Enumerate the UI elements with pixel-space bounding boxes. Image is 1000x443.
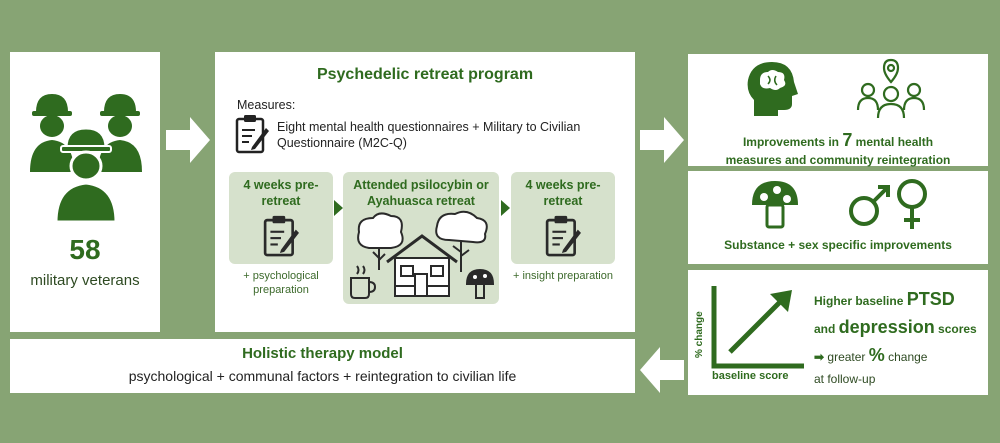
clipboard-icon: [263, 214, 299, 258]
outcomes-count: 7: [842, 130, 853, 150]
chart-y-label: % change: [694, 311, 705, 358]
baseline-line3-post: change: [884, 349, 928, 364]
holistic-title: Holistic therapy model: [242, 345, 403, 362]
outcomes-line1-pre: Improvements in: [742, 135, 843, 149]
pre-retreat-note: + psychological preparation: [243, 270, 319, 297]
veteran-label: military veterans: [30, 272, 140, 289]
outcomes-line2: measures and community reintegration: [725, 153, 951, 168]
baseline-line2-post: scores: [934, 321, 977, 336]
holistic-text: psychological + communal factors + reint…: [128, 368, 517, 384]
baseline-line4: at follow-up: [814, 371, 876, 386]
program-title: Psychedelic retreat program: [316, 66, 534, 83]
post-retreat-title: 4 weeks pre-retreat: [525, 178, 601, 208]
soldiers-icon: [28, 90, 144, 224]
brain-head-icon: [746, 60, 798, 118]
community-icon: [856, 58, 926, 120]
left-arrow-icon: [640, 345, 684, 395]
right-arrow-icon: [166, 115, 210, 165]
substance-text: Substance + sex specific improvements: [724, 238, 952, 252]
veterans-card: 58 military veterans: [10, 52, 160, 332]
retreat-phase: Attended psilocybin or Ayahuasca retreat: [343, 172, 499, 304]
pre-retreat-title: 4 weeks pre-retreat: [243, 178, 319, 208]
male-female-icon: [848, 177, 932, 231]
percent-sign: %: [868, 344, 885, 365]
chart-x-label: baseline score: [712, 370, 789, 382]
retreat-program-card: Psychedelic retreat program Measures: Ei…: [215, 52, 635, 332]
ptsd-label: PTSD: [906, 289, 955, 309]
triangle-arrow-icon: [501, 200, 510, 216]
outcomes-text: Improvements in 7 mental health measures…: [688, 128, 988, 168]
pre-retreat-phase: 4 weeks pre-retreat: [229, 172, 333, 264]
retreat-cabin-icon: [349, 210, 495, 302]
measures-label: Measures:: [237, 98, 296, 112]
post-retreat-phase: 4 weeks pre-retreat: [511, 172, 615, 264]
trend-chart-icon: [711, 286, 804, 369]
depression-label: depression: [838, 316, 935, 337]
baseline-card: % change baseline score Higher baseline …: [688, 270, 988, 395]
right-arrow-icon: [640, 115, 684, 165]
outcomes-card: Improvements in 7 mental health measures…: [688, 54, 988, 168]
baseline-line2-pre: and: [814, 321, 839, 336]
outcomes-line1-post: mental health: [852, 135, 934, 149]
substance-card: Substance + sex specific improvements: [688, 171, 988, 264]
measures-text: Eight mental health questionnaires + Mil…: [277, 120, 581, 151]
retreat-title: Attended psilocybin or Ayahuasca retreat: [353, 178, 489, 208]
triangle-arrow-icon: [334, 200, 343, 216]
right-arrow-icon: ➡: [814, 349, 825, 364]
mushroom-icon: [750, 179, 800, 229]
post-retreat-note: + insight preparation: [513, 270, 613, 282]
baseline-text: Higher baseline PTSD and depression scor…: [814, 286, 986, 388]
clipboard-icon: [235, 114, 269, 154]
holistic-card: Holistic therapy model psychological + c…: [10, 339, 635, 393]
baseline-line3-pre: greater: [827, 349, 869, 364]
baseline-line1-pre: Higher baseline: [814, 294, 907, 308]
clipboard-icon: [545, 214, 581, 258]
veteran-count: 58: [69, 234, 101, 265]
